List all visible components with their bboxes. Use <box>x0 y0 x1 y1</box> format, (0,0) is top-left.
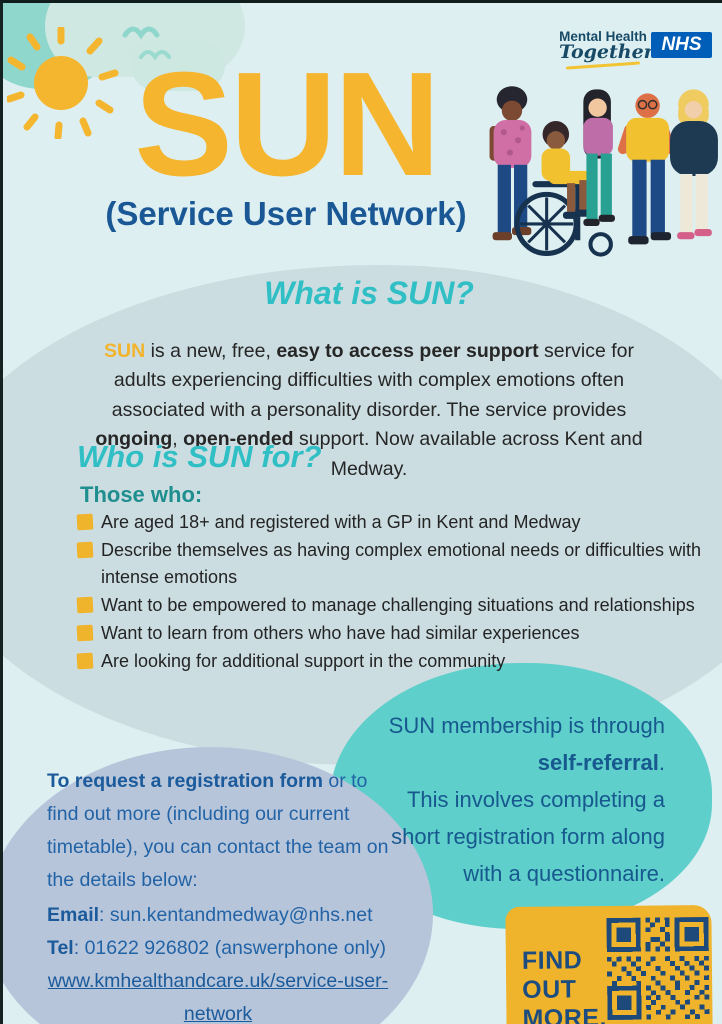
about-paragraph: SUN is a new, free, easy to access peer … <box>89 337 649 485</box>
contact-intro: To request a registration form or to fin… <box>47 765 389 897</box>
contact-intro-bold: To request a registration form <box>47 770 323 792</box>
what-is-sun-heading: What is SUN? <box>264 275 474 311</box>
mht-wordmark-top: Mental Health <box>559 29 647 44</box>
about-bold: easy to access peer support <box>276 339 539 362</box>
bullet-square-icon <box>76 513 94 531</box>
tel-line: Tel: 01622 926802 (answerphone only) <box>47 932 389 965</box>
poster-subtitle: (Service User Network) <box>105 195 467 232</box>
contact-lines: Email: sun.kentandmedway@nhs.net Tel: 01… <box>47 899 389 1024</box>
membership-info: SUN membership is through self-referral.… <box>353 707 665 892</box>
bullet-square-icon <box>76 596 94 614</box>
membership-sentence-1: SUN membership is through self-referral. <box>353 707 665 781</box>
email-value: : sun.kentandmedway@nhs.net <box>99 904 373 926</box>
poster-title: SUN <box>134 42 440 207</box>
cloud-icon <box>131 39 225 91</box>
about-text: , <box>172 428 184 450</box>
email-line: Email: sun.kentandmedway@nhs.net <box>47 899 389 932</box>
about-bold: ongoing <box>95 428 173 450</box>
membership-sentence-2: This involves completing a short registr… <box>391 787 665 886</box>
about-text: support. Now available across Kent and M… <box>293 428 643 480</box>
list-item-text: Are aged 18+ and registered with a GP in… <box>101 512 581 532</box>
bird-icon <box>122 26 171 61</box>
list-item-text: Want to learn from others who have had s… <box>101 623 580 643</box>
list-item: Are aged 18+ and registered with a GP in… <box>76 509 709 536</box>
list-item: Describe themselves as having complex em… <box>76 537 709 591</box>
bullet-square-icon <box>76 624 94 642</box>
qr-code <box>606 916 710 1021</box>
about-bold: open-ended <box>183 428 294 450</box>
mental-health-together-logo: Mental Health Together <box>559 29 654 70</box>
title-block: SUN (Service User Network) <box>91 49 481 233</box>
sun-icon <box>7 27 119 139</box>
tel-label: Tel <box>47 937 74 959</box>
email-label: Email <box>47 904 100 926</box>
website-line: www.kmhealthandcare.uk/service-user-netw… <box>47 965 389 1024</box>
about-text: is a new, free, <box>145 339 277 362</box>
those-who-subheading: Those who: <box>80 482 203 507</box>
membership-text: SUN membership is through <box>388 713 665 738</box>
bullet-square-icon <box>76 541 94 559</box>
eligibility-list: Are aged 18+ and registered with a GP in… <box>76 509 709 676</box>
nhs-logo: NHS <box>651 32 712 58</box>
list-item: Are looking for additional support in th… <box>76 648 709 675</box>
list-item-text: Are looking for additional support in th… <box>101 651 506 671</box>
mht-wordmark-script: Together <box>559 41 654 63</box>
self-referral-bold: self-referral <box>537 750 659 775</box>
sun-word: SUN <box>104 339 146 362</box>
membership-text: . <box>658 750 665 775</box>
contact-info: To request a registration form or to fin… <box>47 765 389 1024</box>
people-illustration <box>489 86 718 257</box>
contact-intro-text: or to find out more (including our curre… <box>47 770 389 891</box>
list-item-text: Describe themselves as having complex em… <box>101 540 701 587</box>
website-link[interactable]: www.kmhealthandcare.uk/service-user-netw… <box>47 970 389 1024</box>
tel-value: : 01622 926802 (answerphone only) <box>73 937 386 959</box>
who-is-sun-for-heading: Who is SUN for? <box>77 439 322 474</box>
contact-bubble <box>3 747 433 1024</box>
list-item: Want to be empowered to manage challengi… <box>76 592 709 619</box>
list-item: Want to learn from others who have had s… <box>76 620 709 647</box>
about-text: service for adults experiencing difficul… <box>111 339 634 421</box>
bullet-square-icon <box>76 652 94 670</box>
find-out-more-box: FIND OUT MORE. <box>505 904 713 1024</box>
list-item-text: Want to be empowered to manage challengi… <box>101 595 695 615</box>
find-out-more-label: FIND OUT MORE. <box>521 946 608 1024</box>
